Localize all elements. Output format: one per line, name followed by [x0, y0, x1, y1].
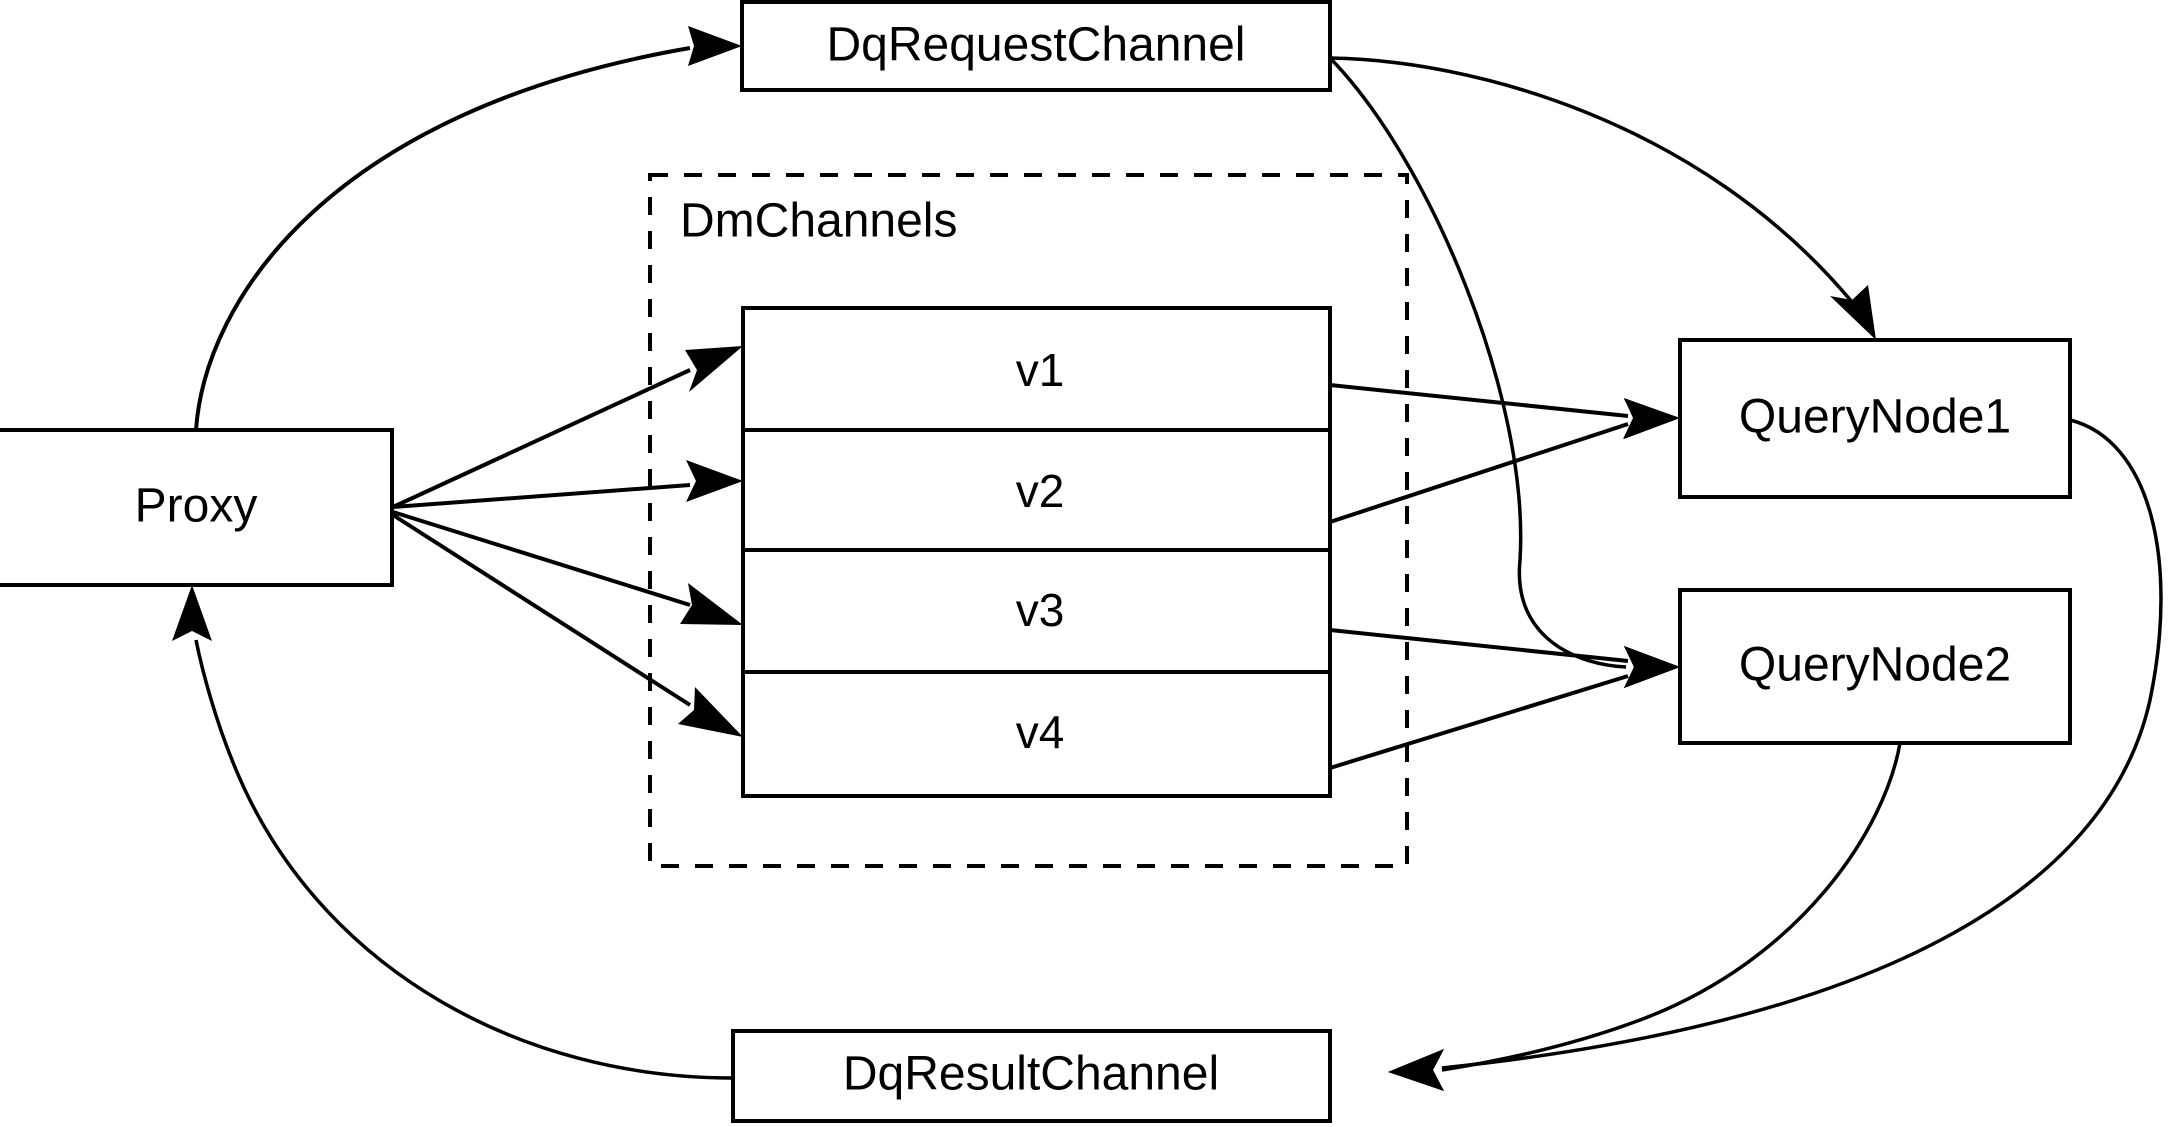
- arrow-head-icon: [1624, 399, 1680, 439]
- node-dq-result-channel[interactable]: DqResultChannel: [731, 1029, 1332, 1123]
- channel-row-v4-label[interactable]: v4: [1016, 706, 1065, 758]
- proxy-label: Proxy: [135, 480, 258, 533]
- channel-row-v3-label[interactable]: v3: [1016, 584, 1065, 636]
- arrow-head-icon: [680, 583, 743, 625]
- dq-request-channel-label: DqRequestChannel: [827, 19, 1246, 72]
- edge-dq-request-channel-to-query-node-1: [1329, 56, 1876, 340]
- proxy-box[interactable]: [0, 428, 394, 587]
- edge-v2-to-query-node-1: [1329, 399, 1680, 524]
- node-query-node-1[interactable]: QueryNode1: [1678, 338, 2072, 499]
- arrow-head-icon: [678, 687, 743, 737]
- query-node-1-label: QueryNode1: [1739, 391, 2011, 444]
- arrow-head-icon: [688, 26, 742, 66]
- query-node-1-box[interactable]: [1678, 338, 2072, 499]
- edge-proxy-to-v4: [391, 513, 743, 737]
- arrow-head-icon: [686, 460, 743, 502]
- edge-proxy-to-v1: [392, 346, 743, 509]
- edge-dq-result-channel-to-proxy: [172, 585, 734, 1080]
- edge-dq-request-channel-to-query-node-2: [1328, 56, 1680, 688]
- edge-query-node-1-to-dq-result-channel: [1388, 418, 2163, 1091]
- node-query-node-2[interactable]: QueryNode2: [1678, 588, 2072, 745]
- edge-proxy-to-dq-request-channel: [194, 26, 742, 431]
- edge-v4-to-query-node-2: [1329, 646, 1680, 770]
- arrow-head-icon: [1624, 646, 1680, 688]
- dm-channels-group: DmChannels: [648, 173, 1409, 868]
- dm-channels-group-border: [648, 173, 1409, 868]
- node-dq-request-channel[interactable]: DqRequestChannel: [740, 0, 1332, 92]
- node-proxy[interactable]: Proxy: [0, 428, 394, 587]
- dm-channels-table: v1 v2 v3 v4: [741, 306, 1332, 798]
- edge-proxy-to-v3: [392, 510, 743, 625]
- edge-v3-to-query-node-2: [1329, 628, 1680, 688]
- arrow-head-icon: [1388, 1049, 1444, 1091]
- dq-result-channel-box[interactable]: [731, 1029, 1332, 1123]
- dq-request-channel-box[interactable]: [740, 0, 1332, 92]
- query-node-2-box[interactable]: [1678, 588, 2072, 745]
- arrow-head-icon: [685, 346, 743, 392]
- edge-proxy-to-v2: [392, 460, 743, 509]
- query-node-2-label: QueryNode2: [1739, 639, 2011, 692]
- dq-result-channel-label: DqResultChannel: [843, 1048, 1219, 1101]
- channel-row-v1-label[interactable]: v1: [1016, 344, 1065, 396]
- arrow-head-icon: [1830, 285, 1876, 340]
- dm-channels-group-label: DmChannels: [680, 195, 957, 248]
- edge-query-node-2-to-dq-result-channel: [1388, 742, 1902, 1091]
- arrow-head-icon: [172, 585, 212, 641]
- channel-row-v2-label[interactable]: v2: [1016, 465, 1065, 517]
